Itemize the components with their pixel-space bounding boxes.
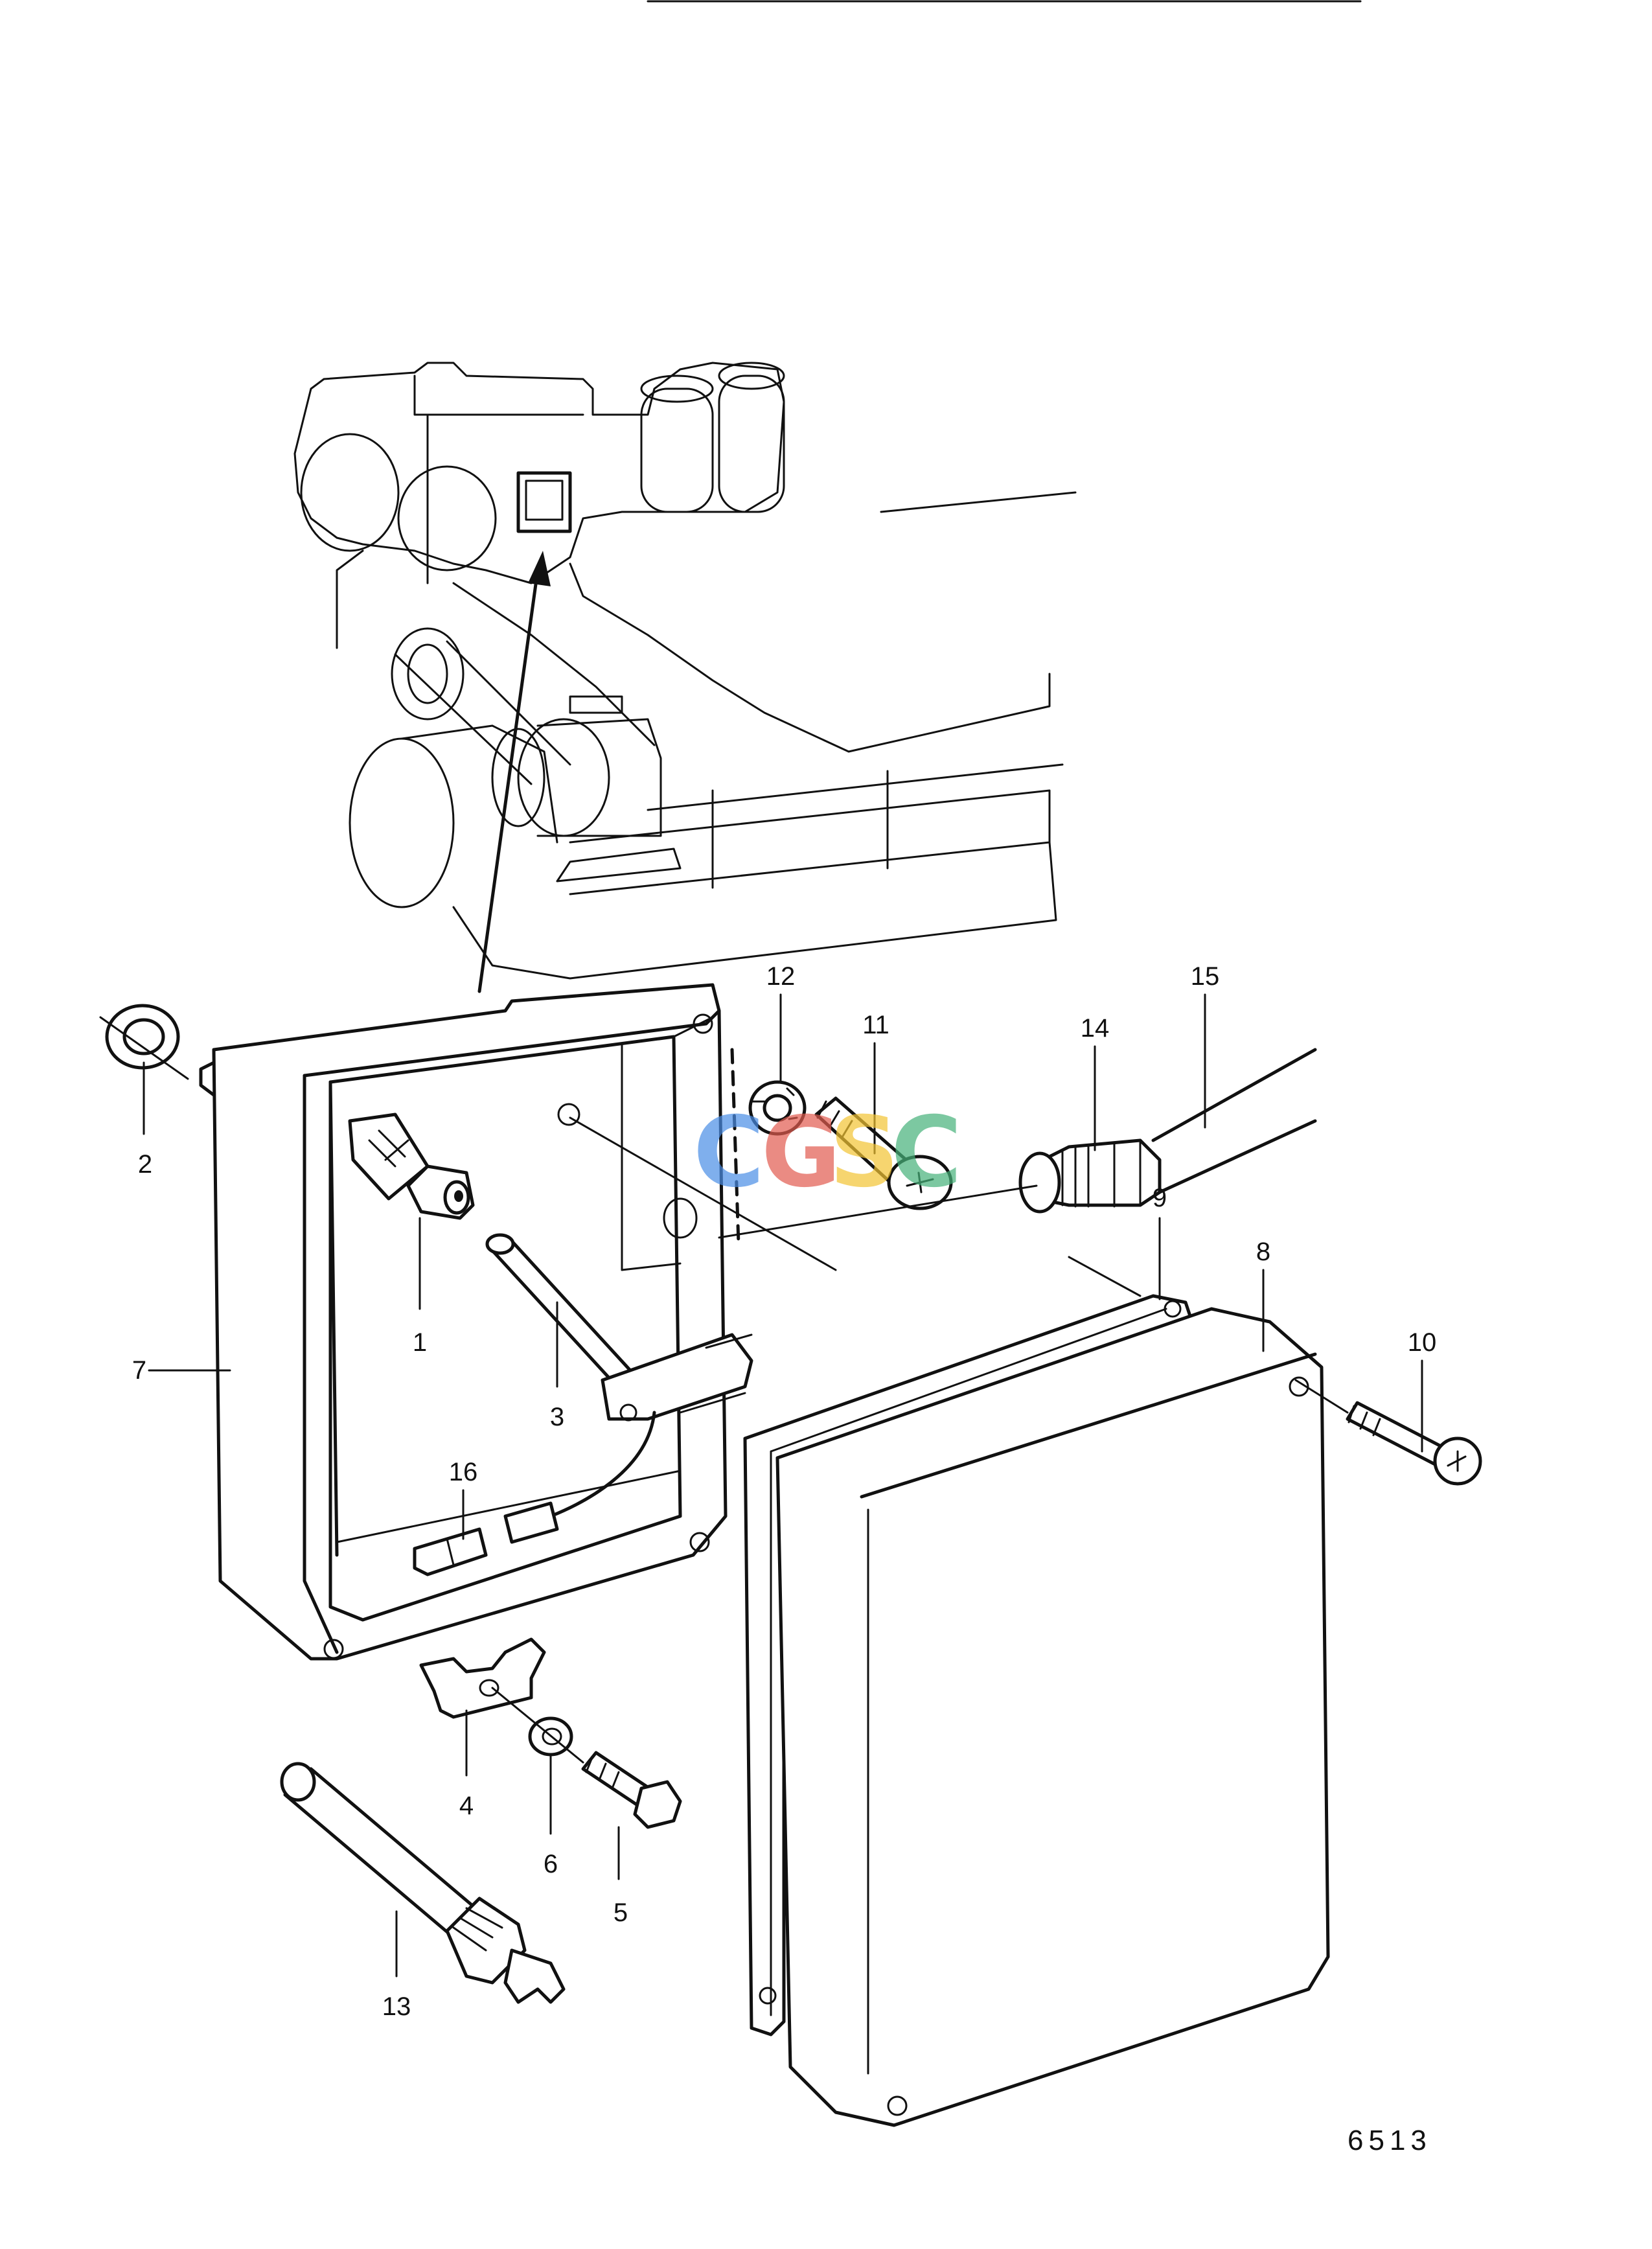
leader-hole-to-fitting — [569, 1116, 837, 1271]
cable-gland-part-1 — [348, 1113, 475, 1220]
engine-outline — [293, 362, 1077, 993]
cable-part-15 — [1151, 1048, 1317, 1194]
screw-part-11 — [814, 1096, 953, 1210]
callout-6: 6 — [544, 1850, 558, 1878]
junction-box-housing — [199, 983, 728, 1661]
callout-1: 1 — [413, 1328, 427, 1357]
callout-11: 11 — [862, 1011, 889, 1039]
callout-9: 9 — [1153, 1184, 1167, 1212]
cgsc-watermark: C G S C — [693, 1096, 962, 1209]
gasket-edge-dashed — [730, 1048, 740, 1246]
callout-3: 3 — [550, 1403, 564, 1431]
screw-part-10 — [1294, 1379, 1482, 1486]
bolt-part-5 — [581, 1751, 682, 1829]
connector-part-16 — [413, 1501, 559, 1576]
callout-13: 13 — [382, 1992, 411, 2021]
cover-part-8 — [775, 1307, 1330, 2127]
figure-number: 6513 — [1348, 2125, 1432, 2156]
leader-lines — [143, 993, 1423, 1978]
callout-10: 10 — [1408, 1328, 1437, 1357]
callout-7: 7 — [132, 1356, 146, 1385]
sensor-part-13 — [280, 1762, 566, 2004]
leader-bracket-bolt — [491, 1687, 584, 1764]
callout-5: 5 — [614, 1898, 628, 1927]
washer-part-6 — [528, 1716, 573, 1757]
callout-8: 8 — [1256, 1238, 1270, 1266]
callout-15: 15 — [1191, 962, 1220, 991]
callout-2: 2 — [138, 1150, 152, 1179]
watermark-letter-c1: C — [693, 1096, 764, 1209]
watermark-letter-c2: C — [891, 1096, 962, 1209]
bracket-part-4 — [419, 1637, 546, 1719]
watermark-letter-g: G — [761, 1096, 841, 1209]
callout-12: 12 — [766, 962, 796, 991]
callout-labels: 1 2 3 4 5 6 7 8 9 10 11 12 13 14 15 16 — [132, 962, 1436, 2021]
callout-16: 16 — [449, 1458, 478, 1486]
probe-part-3 — [485, 1233, 753, 1518]
callout-4: 4 — [459, 1792, 474, 1820]
watermark-letter-s: S — [829, 1096, 899, 1209]
fitting-part-14 — [1018, 1138, 1162, 1214]
washer-part-2 — [99, 1004, 189, 1080]
callout-14: 14 — [1081, 1014, 1110, 1043]
lock-washer-part-12 — [748, 1080, 807, 1136]
leader-box-to-fitting — [718, 1184, 1038, 1239]
